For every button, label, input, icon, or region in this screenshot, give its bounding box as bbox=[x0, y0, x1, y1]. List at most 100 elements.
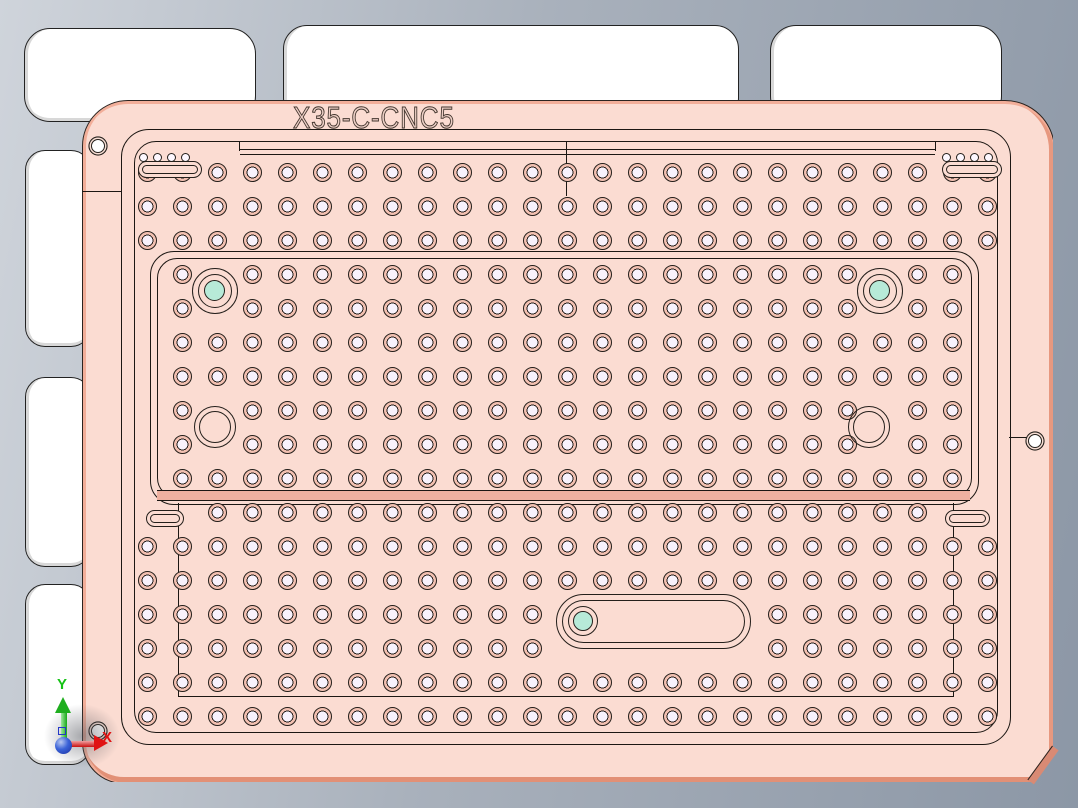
hole bbox=[557, 706, 577, 726]
hole bbox=[697, 434, 717, 454]
hole bbox=[137, 638, 157, 658]
hole bbox=[732, 468, 752, 488]
hole bbox=[522, 536, 542, 556]
hole bbox=[802, 468, 822, 488]
hole bbox=[452, 706, 472, 726]
hole bbox=[767, 434, 787, 454]
hole bbox=[907, 332, 927, 352]
large-bore bbox=[194, 406, 236, 448]
hole bbox=[837, 468, 857, 488]
hole bbox=[802, 536, 822, 556]
corner-hole bbox=[1028, 434, 1042, 448]
y-axis-arrowhead bbox=[55, 697, 71, 713]
hole bbox=[767, 230, 787, 250]
hole bbox=[592, 298, 612, 318]
hole bbox=[312, 434, 332, 454]
hole bbox=[907, 502, 927, 522]
hole bbox=[697, 366, 717, 386]
hole bbox=[417, 196, 437, 216]
hole bbox=[732, 672, 752, 692]
hole bbox=[522, 298, 542, 318]
hole bbox=[802, 672, 822, 692]
engraved-part-number: X35-C-CNC5 bbox=[293, 100, 455, 136]
y-axis-shaft bbox=[60, 712, 67, 746]
hole bbox=[452, 434, 472, 454]
small-slot-inner bbox=[949, 514, 986, 523]
hole bbox=[137, 672, 157, 692]
hole bbox=[662, 162, 682, 182]
hole bbox=[382, 570, 402, 590]
hole bbox=[557, 366, 577, 386]
bushing-mid-ring bbox=[197, 273, 232, 308]
hole bbox=[592, 672, 612, 692]
edge-line bbox=[239, 141, 241, 151]
hole bbox=[137, 196, 157, 216]
hole bbox=[242, 536, 262, 556]
hole bbox=[907, 230, 927, 250]
hole bbox=[802, 366, 822, 386]
hole bbox=[557, 162, 577, 182]
hole bbox=[522, 706, 542, 726]
hole bbox=[627, 570, 647, 590]
hole bbox=[277, 468, 297, 488]
hole bbox=[452, 162, 472, 182]
hole bbox=[452, 672, 472, 692]
hole bbox=[382, 162, 402, 182]
hole bbox=[977, 230, 997, 250]
hole bbox=[417, 264, 437, 284]
hole bbox=[207, 570, 227, 590]
hole bbox=[487, 434, 507, 454]
hole bbox=[452, 196, 472, 216]
hole bbox=[732, 264, 752, 284]
hole bbox=[872, 570, 892, 590]
hole bbox=[347, 332, 367, 352]
hole bbox=[522, 332, 542, 352]
hole bbox=[907, 264, 927, 284]
hole bbox=[942, 230, 962, 250]
hole bbox=[837, 638, 857, 658]
hole bbox=[312, 332, 332, 352]
hole bbox=[242, 502, 262, 522]
hole bbox=[662, 400, 682, 420]
hole bbox=[242, 570, 262, 590]
hole bbox=[697, 706, 717, 726]
x-axis-arrowhead bbox=[94, 735, 108, 751]
hole bbox=[137, 706, 157, 726]
hole bbox=[417, 706, 437, 726]
hole bbox=[172, 400, 192, 420]
hole bbox=[627, 332, 647, 352]
hole bbox=[347, 298, 367, 318]
hole bbox=[557, 536, 577, 556]
hole bbox=[872, 672, 892, 692]
hole bbox=[697, 332, 717, 352]
hole bbox=[627, 468, 647, 488]
hole bbox=[487, 502, 507, 522]
hole bbox=[732, 162, 752, 182]
origin-sphere bbox=[55, 737, 72, 754]
recess-edge-band bbox=[157, 490, 970, 501]
corner-hole bbox=[91, 139, 105, 153]
hole bbox=[732, 298, 752, 318]
hole bbox=[312, 264, 332, 284]
hole bbox=[522, 502, 542, 522]
hole bbox=[767, 570, 787, 590]
large-bore bbox=[848, 406, 890, 448]
hole bbox=[312, 536, 332, 556]
hole bbox=[557, 468, 577, 488]
hole bbox=[802, 400, 822, 420]
hole bbox=[942, 706, 962, 726]
hole bbox=[382, 332, 402, 352]
hole bbox=[942, 366, 962, 386]
hole bbox=[697, 570, 717, 590]
hole bbox=[172, 366, 192, 386]
background-part bbox=[25, 377, 91, 567]
hole bbox=[242, 332, 262, 352]
hole bbox=[417, 162, 437, 182]
hole bbox=[242, 196, 262, 216]
hole bbox=[347, 468, 367, 488]
hole bbox=[557, 230, 577, 250]
hole bbox=[312, 230, 332, 250]
hole bbox=[382, 366, 402, 386]
hole bbox=[557, 196, 577, 216]
